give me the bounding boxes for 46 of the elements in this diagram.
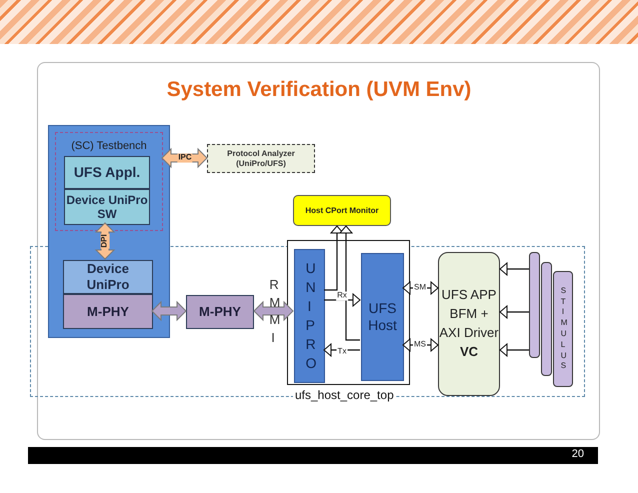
testbench-box	[55, 132, 163, 231]
edge-label: MS	[413, 340, 427, 350]
process-box	[186, 295, 254, 329]
process-box	[361, 253, 404, 381]
edge-label: Rx	[336, 292, 348, 300]
node-label: UNIPRO	[306, 259, 314, 373]
monitor-box	[293, 195, 391, 226]
edge-label: Tx	[336, 348, 348, 356]
arrow	[324, 226, 344, 291]
block-arrow	[151, 300, 187, 322]
node-label: STIMULUS	[560, 286, 566, 372]
stimulus-card	[541, 262, 552, 376]
node-label: UFS Appl.	[74, 164, 140, 181]
node-label: Protocol Analyzer (UniPro/UFS)	[226, 148, 296, 168]
node-label: Device UniPro SW	[65, 192, 149, 222]
node-label: M-PHY	[87, 304, 129, 320]
edge-label: RMMI	[268, 276, 278, 346]
container-box	[48, 125, 170, 338]
node-label: UFS APP BFM + AXI Driver VC	[439, 286, 499, 361]
arrow	[324, 294, 360, 306]
page-number: 20	[572, 448, 584, 460]
arrow	[340, 226, 360, 341]
stimulus-card	[553, 271, 573, 387]
block-arrow	[253, 300, 294, 322]
arrow	[500, 262, 529, 276]
node-label: (SC) Testbench	[71, 140, 147, 154]
analyzer-box	[207, 144, 315, 173]
process-box	[64, 156, 150, 189]
node-label: Device UniPro	[86, 261, 130, 293]
node-label: M-PHY	[199, 304, 241, 320]
edge-label: DPI	[100, 233, 110, 249]
module-box	[287, 240, 410, 385]
node-label: UFS Host	[367, 300, 398, 334]
driver-box	[438, 252, 500, 396]
process-box	[63, 260, 153, 294]
slide-title: System Verification (UVM Env)	[166, 78, 472, 102]
stimulus-card	[529, 252, 540, 358]
arrow	[500, 306, 529, 318]
process-box	[63, 294, 153, 329]
edge-label: SM	[413, 284, 427, 292]
module-caption: ufs_host_core_top	[293, 388, 396, 402]
process-box	[294, 249, 325, 383]
edge-label: IPC	[177, 154, 193, 162]
node-label: Host CPort Monitor	[305, 206, 379, 216]
arrow	[500, 344, 529, 356]
arrow	[324, 344, 360, 356]
